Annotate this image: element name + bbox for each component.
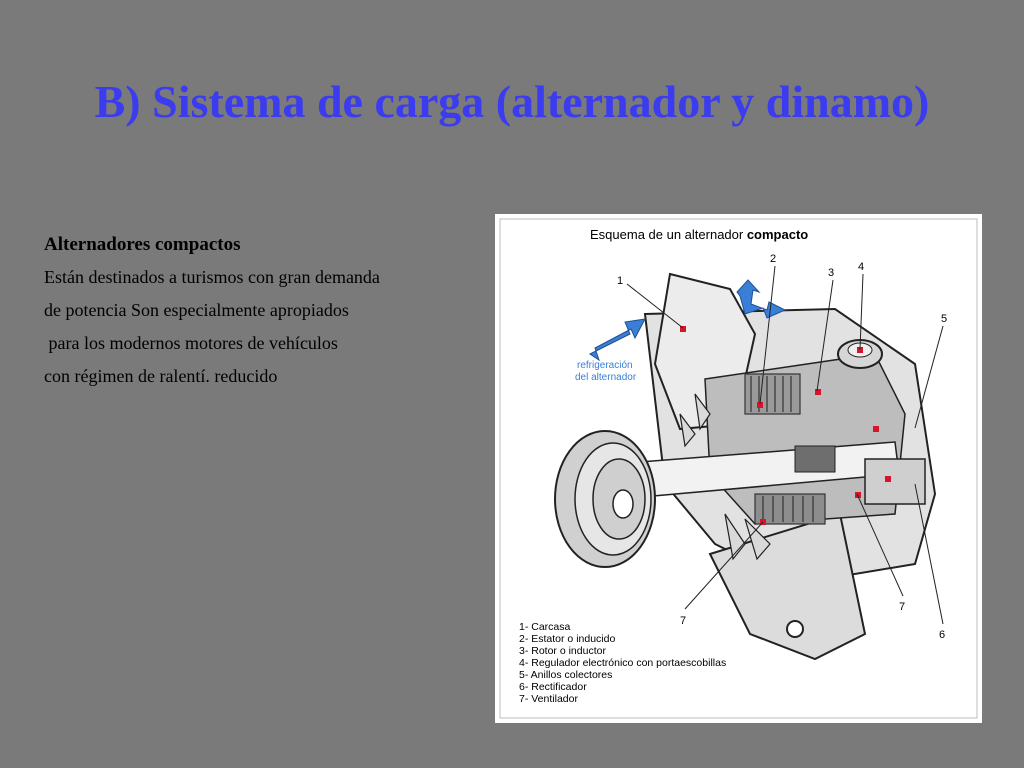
legend-item-5: 5- Anillos colectores [519,669,612,681]
alternator-illustration: Esquema de un alternador compacto [499,218,978,719]
alternator-body [554,272,937,661]
marker-6 [885,476,891,482]
legend-item-2: 2- Estator o inducido [519,633,615,645]
body-line-2: de potencia Son especialmente apropiados [44,300,349,320]
callout-4: 4 [858,261,864,273]
callout-6: 6 [939,629,945,641]
callout-7b: 7 [899,601,905,613]
diagram-title: Esquema de un alternador compacto [590,227,808,242]
callout-numbers: 1 2 3 4 5 6 7 7 [617,253,947,641]
diagram-title-prefix: Esquema de un alternador [590,227,747,242]
cooling-label-2: del alternador [575,372,637,383]
legend-item-4: 4- Regulador electrónico con portaescobi… [519,657,726,669]
marker-1 [680,326,686,332]
callout-2: 2 [770,253,776,265]
marker-5 [873,426,879,432]
callout-7a: 7 [680,615,686,627]
body-text: Alternadores compactos Están destinados … [44,228,484,393]
callout-1: 1 [617,275,623,287]
diagram-legend: 1- Carcasa 2- Estator o inducido 3- Roto… [519,621,726,705]
marker-4 [857,347,863,353]
legend-item-6: 6- Rectificador [519,681,587,693]
legend-item-7: 7- Ventilador [519,693,578,705]
callout-5: 5 [941,313,947,325]
alternator-diagram: Esquema de un alternador compacto [495,214,982,723]
callout-3: 3 [828,267,834,279]
section-heading: Alternadores compactos [44,234,241,255]
cooling-arrows [589,279,787,362]
legend-item-3: 3- Rotor o inductor [519,645,606,657]
body-line-4: con régimen de ralentí. reducido [44,366,278,386]
diagram-title-bold: compacto [747,227,808,242]
marker-7b [855,492,861,498]
body-line-3: para los modernos motores de vehículos [44,333,338,353]
cooling-label-1: refrigeración [577,360,633,371]
slide-title: B) Sistema de carga (alternador y dinamo… [94,76,930,127]
legend-item-1: 1- Carcasa [519,621,571,633]
body-line-1: Están destinados a turismos con gran dem… [44,267,380,287]
marker-3 [815,389,821,395]
marker-2 [757,402,763,408]
leader-lines [626,265,944,625]
